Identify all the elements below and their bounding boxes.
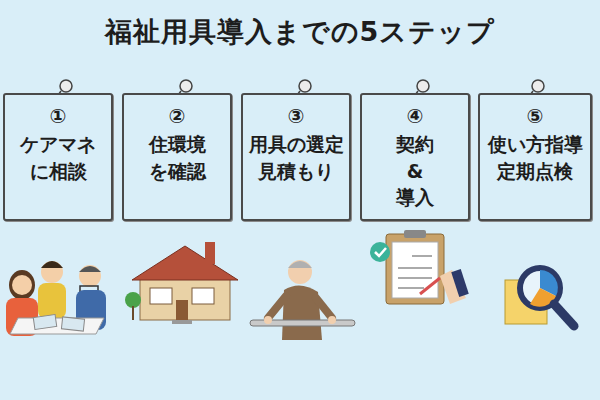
step-box: ④ 契約 & 導入 (360, 93, 470, 221)
inspection-illustration (505, 268, 574, 326)
step-number: ④ (362, 105, 468, 127)
diagram-title: 福祉用具導入までの5ステップ (0, 14, 600, 50)
step-box: ② 住環境 を確認 (122, 93, 232, 221)
contract-illustration (370, 230, 469, 304)
step-label: 使い方指導 定期点検 (483, 131, 587, 184)
step-number: ① (5, 105, 111, 127)
step-number: ② (124, 105, 230, 127)
house-illustration (125, 242, 238, 324)
step-label: 住環境 を確認 (137, 131, 217, 184)
step-label: ケアマネ に相談 (10, 131, 106, 184)
step-label: 用具の選定 見積もり (246, 131, 346, 184)
step-label: 契約 & 導入 (393, 131, 437, 211)
step-number: ③ (243, 105, 349, 127)
step-box: ③ 用具の選定 見積もり (241, 93, 351, 221)
consultation-illustration (6, 261, 106, 336)
elderly-handrail-illustration (250, 260, 355, 340)
step-number: ⑤ (480, 105, 590, 127)
step-box: ⑤ 使い方指導 定期点検 (478, 93, 592, 221)
step-box: ① ケアマネ に相談 (3, 93, 113, 221)
